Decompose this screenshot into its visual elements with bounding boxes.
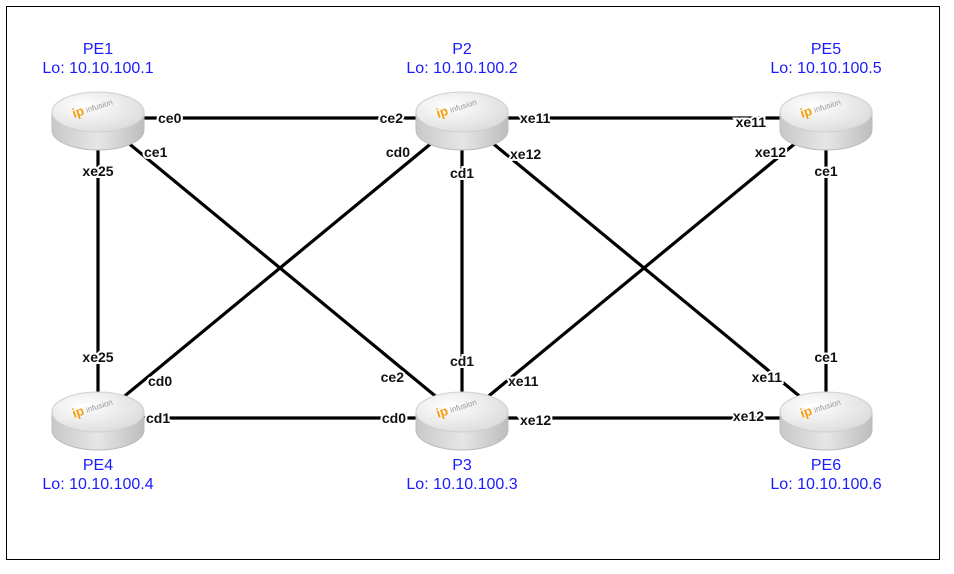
router-top — [51, 91, 145, 133]
router-loopback-pe5: Lo: 10.10.100.5 — [770, 60, 881, 77]
router-top — [415, 391, 509, 433]
router-top — [415, 91, 509, 133]
link-pe5-p3 — [460, 116, 828, 420]
port-label-p2-cd0: cd0 — [386, 144, 410, 160]
router-loopback-pe1: Lo: 10.10.100.1 — [42, 60, 153, 77]
router-name-pe6: PE6 — [811, 457, 841, 474]
logo-mark: ip — [434, 403, 450, 421]
port-label-p2-ce2: ce2 — [380, 110, 404, 126]
port-label-pe6-xe11: xe11 — [752, 369, 783, 385]
router-top — [779, 391, 873, 433]
port-label-pe6-ce1: ce1 — [814, 349, 838, 365]
router-name-p3: P3 — [452, 457, 472, 474]
port-label-pe6-xe12: xe12 — [733, 408, 764, 424]
logo-mark: ip — [798, 103, 814, 121]
router-top — [51, 391, 145, 433]
port-label-p2-xe12: xe12 — [510, 146, 541, 162]
port-label-p3-cd0: cd0 — [382, 410, 406, 426]
router-loopback-pe6: Lo: 10.10.100.6 — [770, 476, 881, 493]
port-label-p2-cd1: cd1 — [450, 165, 474, 181]
port-label-p3-cd1: cd1 — [450, 353, 474, 369]
port-label-pe4-cd1: cd1 — [146, 410, 170, 426]
router-name-p2: P2 — [452, 41, 472, 58]
links-layer — [96, 116, 828, 420]
port-label-pe5-ce1: ce1 — [814, 163, 838, 179]
router-loopback-pe4: Lo: 10.10.100.4 — [42, 476, 153, 493]
router-name-pe4: PE4 — [83, 457, 113, 474]
logo-mark: ip — [434, 103, 450, 121]
logo-mark: ip — [70, 103, 86, 121]
port-label-pe1-ce0: ce0 — [158, 110, 182, 126]
router-loopback-p2: Lo: 10.10.100.2 — [406, 60, 517, 77]
port-label-pe4-xe25: xe25 — [82, 349, 113, 365]
router-top — [779, 91, 873, 133]
port-label-pe5-xe11: xe11 — [736, 114, 767, 130]
port-label-pe4-cd0: cd0 — [148, 373, 172, 389]
port-label-pe1-ce1: ce1 — [144, 144, 168, 160]
router-loopback-p3: Lo: 10.10.100.3 — [406, 476, 517, 493]
port-label-p2-xe11: xe11 — [520, 110, 551, 126]
router-name-pe1: PE1 — [83, 41, 113, 58]
port-label-p3-xe11: xe11 — [508, 373, 539, 389]
port-label-pe5-xe12: xe12 — [755, 144, 786, 160]
port-label-p3-xe12: xe12 — [520, 412, 551, 428]
link-p2-pe4 — [96, 116, 464, 420]
logo-mark: ip — [70, 403, 86, 421]
router-name-pe5: PE5 — [811, 41, 841, 58]
logo-mark: ip — [798, 403, 814, 421]
port-label-pe1-xe25: xe25 — [82, 163, 113, 179]
port-labels-layer: ce0 ce2 xe11 xe11 xe25 xe25 ce1 ce2 cd0 cd0 cd1 cd1… — [80, 108, 839, 430]
port-label-p3-ce2: ce2 — [381, 369, 405, 385]
